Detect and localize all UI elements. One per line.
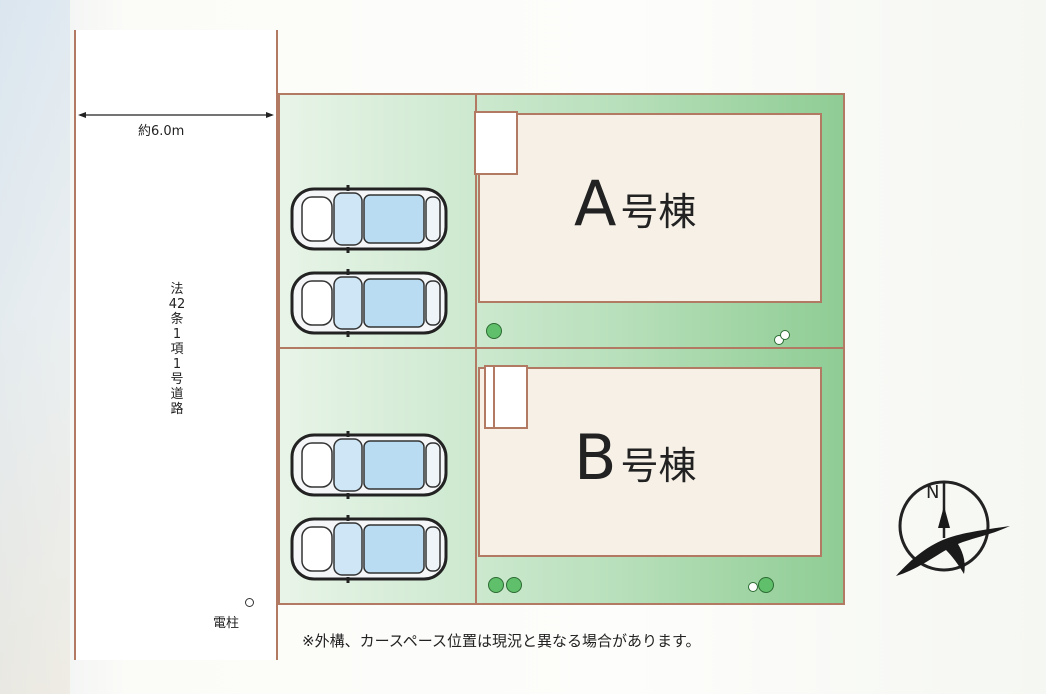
parking-boundary-line (475, 349, 477, 603)
building-suffix: 号棟 (620, 444, 697, 488)
car-icon (290, 515, 448, 583)
road-width-dimension-arrow (78, 112, 274, 118)
road-width-label: 約6.0m (138, 124, 185, 139)
shrub-icon (780, 330, 790, 340)
tree-icon (506, 577, 522, 593)
shrub-icon (774, 335, 784, 345)
tree-icon (486, 323, 502, 339)
building-letter: A (574, 167, 617, 240)
car-icon (290, 431, 448, 499)
road (74, 30, 278, 660)
shrub-icon (748, 582, 758, 592)
utility-pole-label: 電柱 (213, 616, 240, 631)
utility-pole-icon (245, 598, 254, 607)
building-letter: B (574, 421, 617, 494)
disclaimer-note: ※外構、カースペース位置は現況と異なる場合があります。 (302, 632, 701, 650)
annex-box (484, 365, 528, 429)
compass-north-icon: N (896, 480, 1010, 576)
compass-north-label: N (926, 482, 939, 503)
annex-box (474, 111, 518, 175)
tree-icon (488, 577, 504, 593)
building-suffix: 号棟 (620, 190, 697, 234)
background-foliage (0, 0, 70, 694)
parking-boundary-line (475, 95, 477, 347)
car-icon (290, 269, 448, 337)
road-name-label: 法42条1項1号道路 (168, 282, 186, 417)
car-icon (290, 185, 448, 253)
tree-icon (758, 577, 774, 593)
